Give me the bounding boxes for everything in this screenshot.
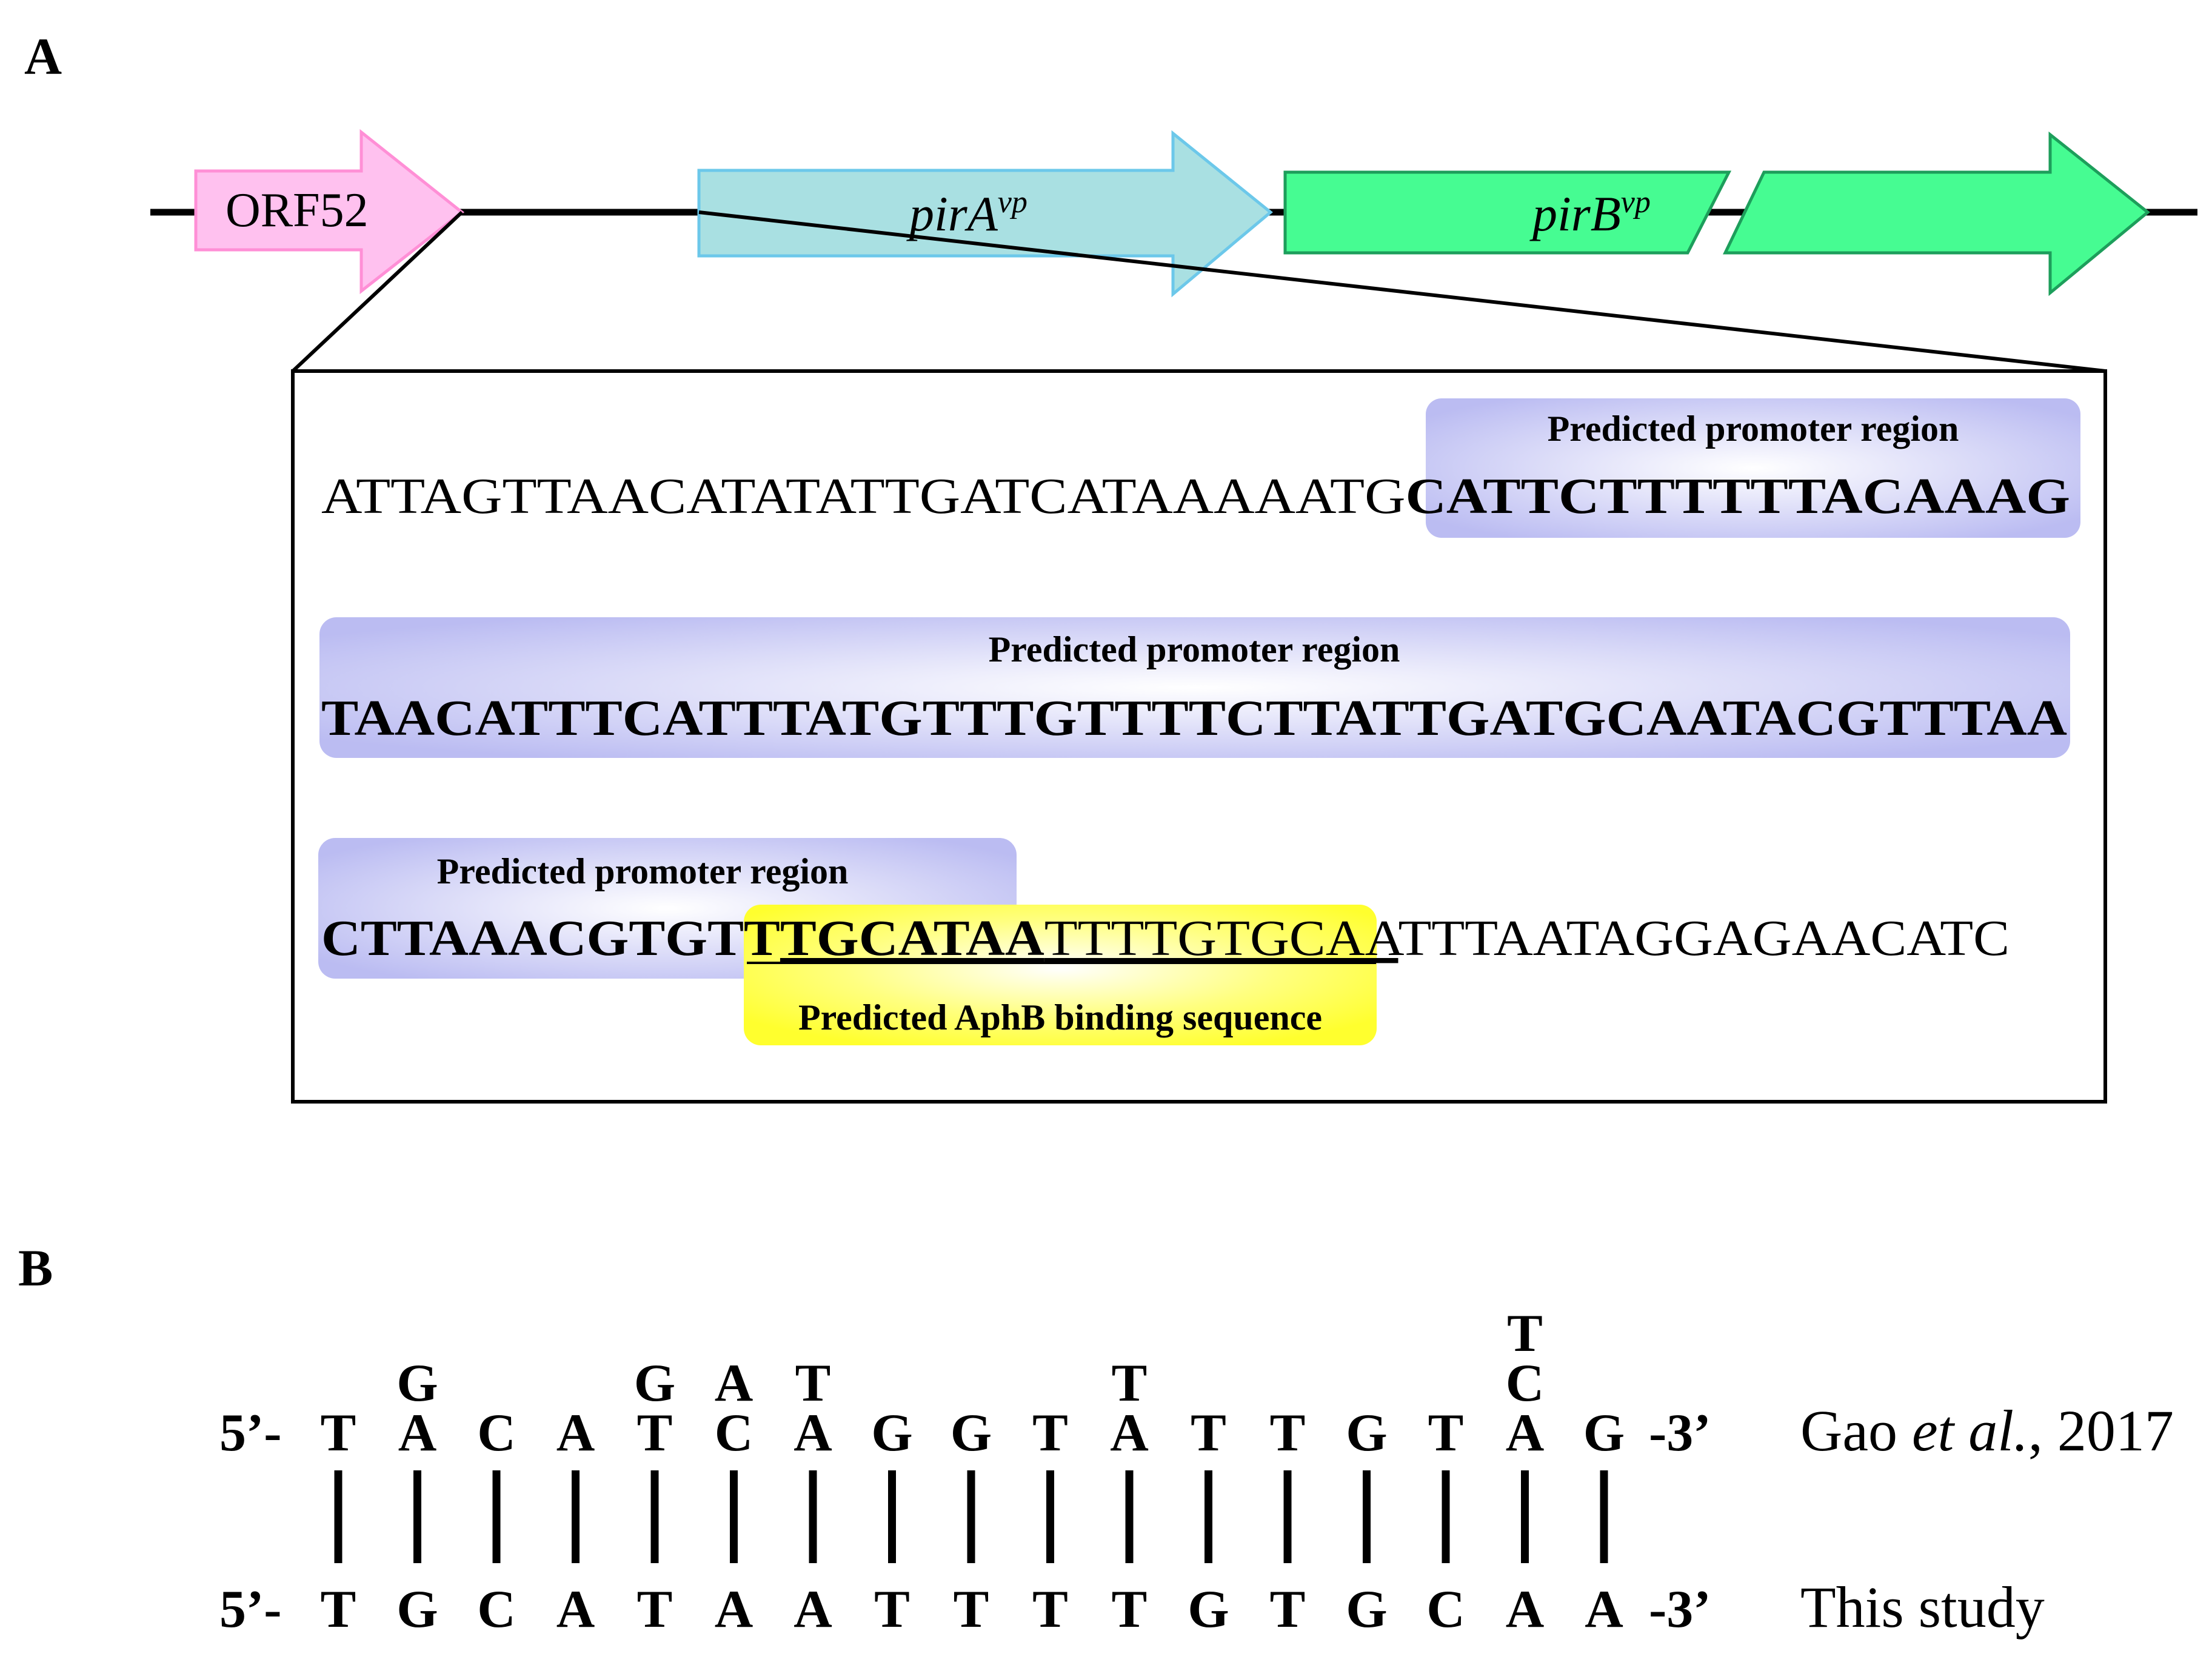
bottom-base: G bbox=[1188, 1580, 1229, 1639]
variant-base: T bbox=[1112, 1354, 1148, 1413]
top-base: C bbox=[715, 1404, 753, 1462]
sequence-row-3-promoter: CTTAAACGTGTT bbox=[321, 910, 780, 967]
top-base: T bbox=[321, 1404, 356, 1462]
bottom-base: C bbox=[477, 1580, 516, 1639]
bottom-base: T bbox=[874, 1580, 910, 1639]
gene-pirb-sup: vp bbox=[1621, 185, 1651, 219]
top-base: A bbox=[1506, 1404, 1545, 1462]
top-base: T bbox=[1270, 1404, 1306, 1462]
top-reference-year: , 2017 bbox=[2028, 1398, 2174, 1463]
bottom-base: A bbox=[1585, 1580, 1623, 1639]
variant-base: T bbox=[1507, 1304, 1543, 1363]
sequence-row-3-binding: TTTTGTGCAA bbox=[1044, 910, 1405, 967]
variant-base: T bbox=[795, 1354, 831, 1413]
bottom-base: T bbox=[1032, 1580, 1068, 1639]
top-base: T bbox=[637, 1404, 673, 1462]
bottom-base: T bbox=[321, 1580, 356, 1639]
gene-pira-arrow bbox=[697, 130, 1273, 298]
aphb-binding-highlight bbox=[744, 905, 1377, 1045]
bottom-sequence-prefix: 5’- bbox=[219, 1580, 282, 1639]
gene-pirb-name: pirB bbox=[1529, 186, 1621, 241]
top-base: A bbox=[1110, 1404, 1149, 1462]
bottom-sequence-suffix: -3’ bbox=[1649, 1580, 1711, 1639]
gene-pirb: pirBvp bbox=[1283, 131, 2150, 296]
top-base: G bbox=[871, 1404, 912, 1462]
gene-pirb-arrow-right bbox=[1723, 131, 2150, 296]
gene-orf52-arrow bbox=[194, 129, 465, 295]
sequence-row-1-promoter: CATTCTTTTTTACAAAG bbox=[1406, 468, 2070, 524]
top-base: C bbox=[477, 1404, 516, 1462]
variant-base: C bbox=[1506, 1354, 1545, 1413]
gene-pira-label: pirAvp bbox=[906, 185, 1027, 241]
panel-a-label: A bbox=[24, 27, 62, 85]
bottom-base: C bbox=[1426, 1580, 1465, 1639]
zoom-line-left bbox=[291, 210, 464, 373]
top-base: G bbox=[1583, 1404, 1625, 1462]
top-reference-etal: et al. bbox=[1912, 1398, 2028, 1463]
promoter-annotation-1: Predicted promoter region bbox=[1548, 409, 1959, 449]
panel-b-label: B bbox=[18, 1239, 53, 1297]
top-base: A bbox=[556, 1404, 595, 1462]
bottom-base: T bbox=[637, 1580, 673, 1639]
variant-base: G bbox=[396, 1354, 438, 1413]
gene-pirb-label: pirBvp bbox=[1529, 185, 1651, 241]
gene-pira: pirAvp bbox=[697, 130, 1273, 298]
bottom-base: G bbox=[1346, 1580, 1387, 1639]
top-base: T bbox=[1032, 1404, 1068, 1462]
gene-pirb-arrow-left bbox=[1283, 170, 1732, 255]
promoter-highlight-2 bbox=[319, 617, 2070, 758]
bottom-base: G bbox=[396, 1580, 438, 1639]
top-sequence-reference: Gao et al., 2017 bbox=[1800, 1398, 2174, 1463]
sequence-row-2: TAACATTTCATTTATGTTTGTTTTCTTATTGATGCAATAC… bbox=[321, 690, 2067, 746]
variant-base: G bbox=[634, 1354, 675, 1413]
bottom-base: A bbox=[715, 1580, 753, 1639]
sequence-row-3-overlap: TGCATAA bbox=[780, 910, 1044, 967]
bottom-base: T bbox=[1270, 1580, 1306, 1639]
gene-orf52: ORF52 bbox=[194, 129, 465, 295]
promoter-annotation-3: Predicted promoter region bbox=[437, 851, 849, 891]
top-base: T bbox=[1191, 1404, 1226, 1462]
bottom-base: A bbox=[556, 1580, 595, 1639]
top-base: A bbox=[398, 1404, 437, 1462]
variant-base: A bbox=[715, 1354, 753, 1413]
gene-pira-name: pirA bbox=[906, 186, 998, 241]
bottom-sequence-reference: This study bbox=[1800, 1575, 2045, 1640]
top-base: T bbox=[1428, 1404, 1464, 1462]
zoom-line-right bbox=[698, 210, 2106, 373]
gene-pira-sup: vp bbox=[998, 185, 1027, 219]
top-reference-authors: Gao bbox=[1800, 1398, 1912, 1463]
top-base: G bbox=[951, 1404, 992, 1462]
sequence-row-3-tail: TTTAATAGGAGAACATC bbox=[1398, 910, 2010, 967]
top-sequence-prefix: 5’- bbox=[219, 1404, 282, 1462]
top-sequence-suffix: -3’ bbox=[1649, 1404, 1711, 1462]
alignment: TTAGGCCAATGTCAAATAGTGTTTATTTGTTGGTCATCAG… bbox=[321, 1304, 1625, 1639]
bottom-base: A bbox=[1506, 1580, 1545, 1639]
top-base: G bbox=[1346, 1404, 1387, 1462]
bottom-base: T bbox=[954, 1580, 989, 1639]
sequence-row-1-plain: ATTAGTTAACATATATTGATCATAAAAATG bbox=[321, 468, 1406, 524]
gene-orf52-label: ORF52 bbox=[226, 184, 369, 237]
promoter-annotation-2: Predicted promoter region bbox=[989, 629, 1400, 669]
top-base: A bbox=[794, 1404, 832, 1462]
bottom-base: T bbox=[1112, 1580, 1148, 1639]
bottom-base: A bbox=[794, 1580, 832, 1639]
promoter-highlight-1 bbox=[1426, 398, 2080, 538]
aphb-binding-annotation: Predicted AphB binding sequence bbox=[798, 997, 1322, 1037]
